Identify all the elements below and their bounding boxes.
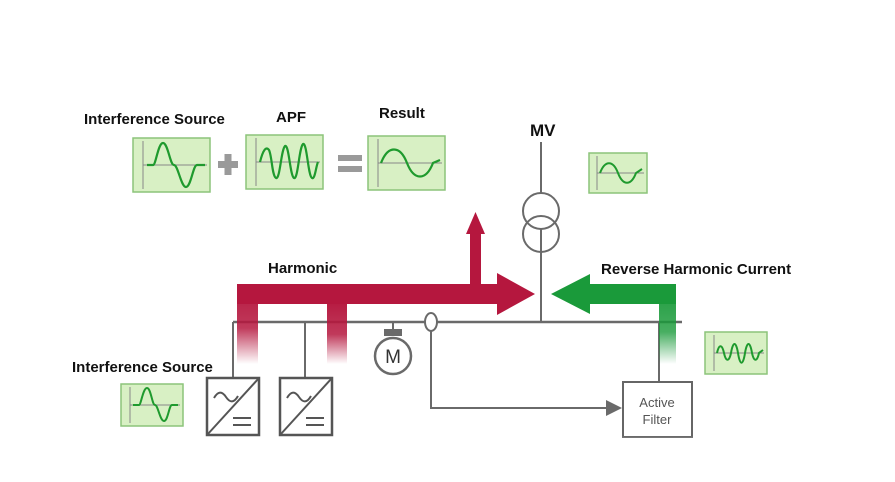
plus-sign-icon bbox=[218, 154, 238, 175]
mv-label: MV bbox=[530, 121, 556, 140]
waveform-panel-result bbox=[367, 135, 446, 191]
active-filter-label-line2: Filter bbox=[643, 412, 673, 427]
reverse-harmonic-current-label: Reverse Harmonic Current bbox=[601, 261, 791, 278]
harmonic-label: Harmonic bbox=[268, 260, 337, 277]
converter-icon bbox=[205, 376, 261, 437]
interference-source-bottom-label: Interference Source bbox=[72, 359, 213, 376]
active-filter-label-line1: Active bbox=[639, 395, 674, 410]
equals-sign-icon bbox=[338, 155, 362, 172]
result-waveform-icon bbox=[379, 148, 441, 178]
waveform-panel-mv bbox=[588, 152, 648, 194]
converter-icon bbox=[278, 376, 334, 437]
waveform-panel-interference-source-bottom bbox=[120, 383, 184, 427]
transformer-icon bbox=[522, 192, 560, 253]
waveform-panel-apf bbox=[245, 134, 324, 190]
waveform-panel-reverse-current bbox=[704, 331, 768, 375]
harmonic-arrow bbox=[237, 273, 535, 364]
interference-waveform-icon bbox=[147, 141, 205, 189]
waveform-panel-interference-source-top bbox=[132, 137, 211, 193]
interference-source-top-label: Interference Source bbox=[84, 111, 225, 128]
signal-arrowhead-icon bbox=[606, 400, 622, 416]
current-sensor-icon bbox=[424, 312, 438, 332]
apf-label: APF bbox=[276, 109, 306, 126]
active-filter-box: Active Filter bbox=[622, 381, 693, 438]
reverse-harmonic-arrow bbox=[551, 274, 676, 364]
harmonic-up-arrow bbox=[466, 212, 485, 234]
sensor-signal-line bbox=[430, 331, 608, 409]
motor-icon: M bbox=[373, 329, 413, 376]
motor-label: M bbox=[385, 347, 401, 368]
apf-waveform-icon bbox=[258, 142, 320, 180]
result-label: Result bbox=[379, 105, 425, 122]
